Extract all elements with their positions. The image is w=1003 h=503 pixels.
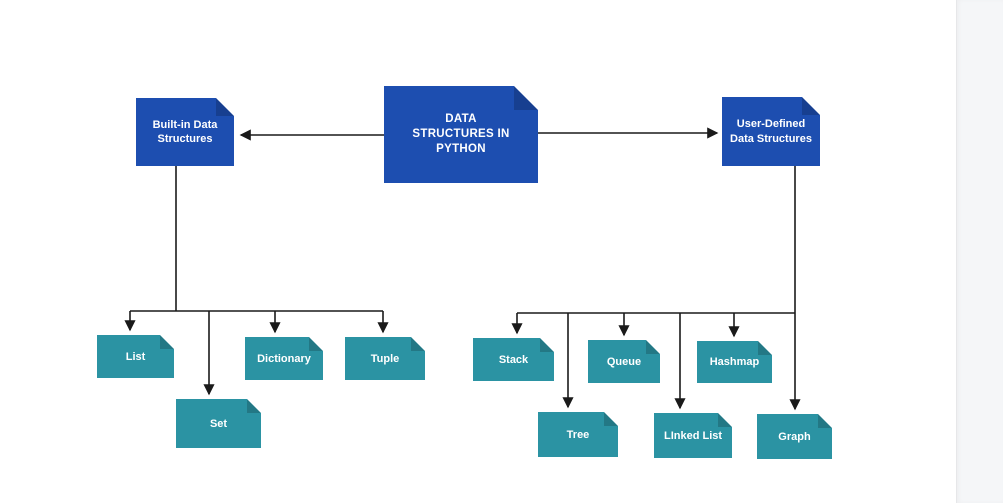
node-dictionary: Dictionary — [245, 337, 323, 380]
node-list: List — [97, 335, 174, 378]
node-user-defined-data-structures: User-Defined Data Structures — [722, 97, 820, 166]
node-label: Hashmap — [709, 356, 760, 368]
node-data-structures-in-python: DATA STRUCTURES IN PYTHON — [384, 86, 538, 183]
folded-corner — [411, 337, 425, 351]
folded-corner — [309, 337, 323, 351]
node-label: LInked List — [663, 429, 723, 442]
node-graph: Graph — [757, 414, 832, 459]
node-label: Stack — [498, 353, 529, 366]
right-gutter — [956, 0, 1003, 503]
folded-corner — [802, 97, 820, 115]
node-label: Graph — [778, 430, 811, 443]
folded-corner — [758, 341, 772, 355]
node-tuple: Tuple — [345, 337, 425, 380]
node-stack: Stack — [473, 338, 554, 381]
folded-corner — [160, 335, 174, 349]
node-hashmap: Hashmap — [697, 341, 772, 383]
node-label: Tuple — [370, 352, 400, 365]
node-label: Built-in Data Structures — [152, 118, 218, 145]
node-label: Dictionary — [257, 352, 311, 365]
node-tree: Tree — [538, 412, 618, 457]
node-label: DATA STRUCTURES IN PYTHON — [412, 113, 510, 155]
node-label: Set — [209, 417, 228, 430]
folded-corner — [247, 399, 261, 413]
folded-corner — [540, 338, 554, 352]
node-label: User-Defined Data Structures — [730, 118, 812, 145]
node-linked-list: LInked List — [654, 413, 732, 458]
node-set: Set — [176, 399, 261, 448]
node-queue: Queue — [588, 340, 660, 383]
folded-corner — [216, 98, 234, 116]
node-label: List — [125, 350, 146, 363]
folded-corner — [718, 413, 732, 427]
node-built-in-data-structures: Built-in Data Structures — [136, 98, 234, 166]
diagram-canvas: DATA STRUCTURES IN PYTHON Built-in Data … — [97, 86, 832, 459]
folded-corner — [818, 414, 832, 428]
folded-corner — [646, 340, 660, 354]
node-label: Queue — [606, 355, 642, 368]
node-label: Tree — [566, 428, 590, 441]
folded-corner — [514, 86, 538, 110]
folded-corner — [604, 412, 618, 426]
